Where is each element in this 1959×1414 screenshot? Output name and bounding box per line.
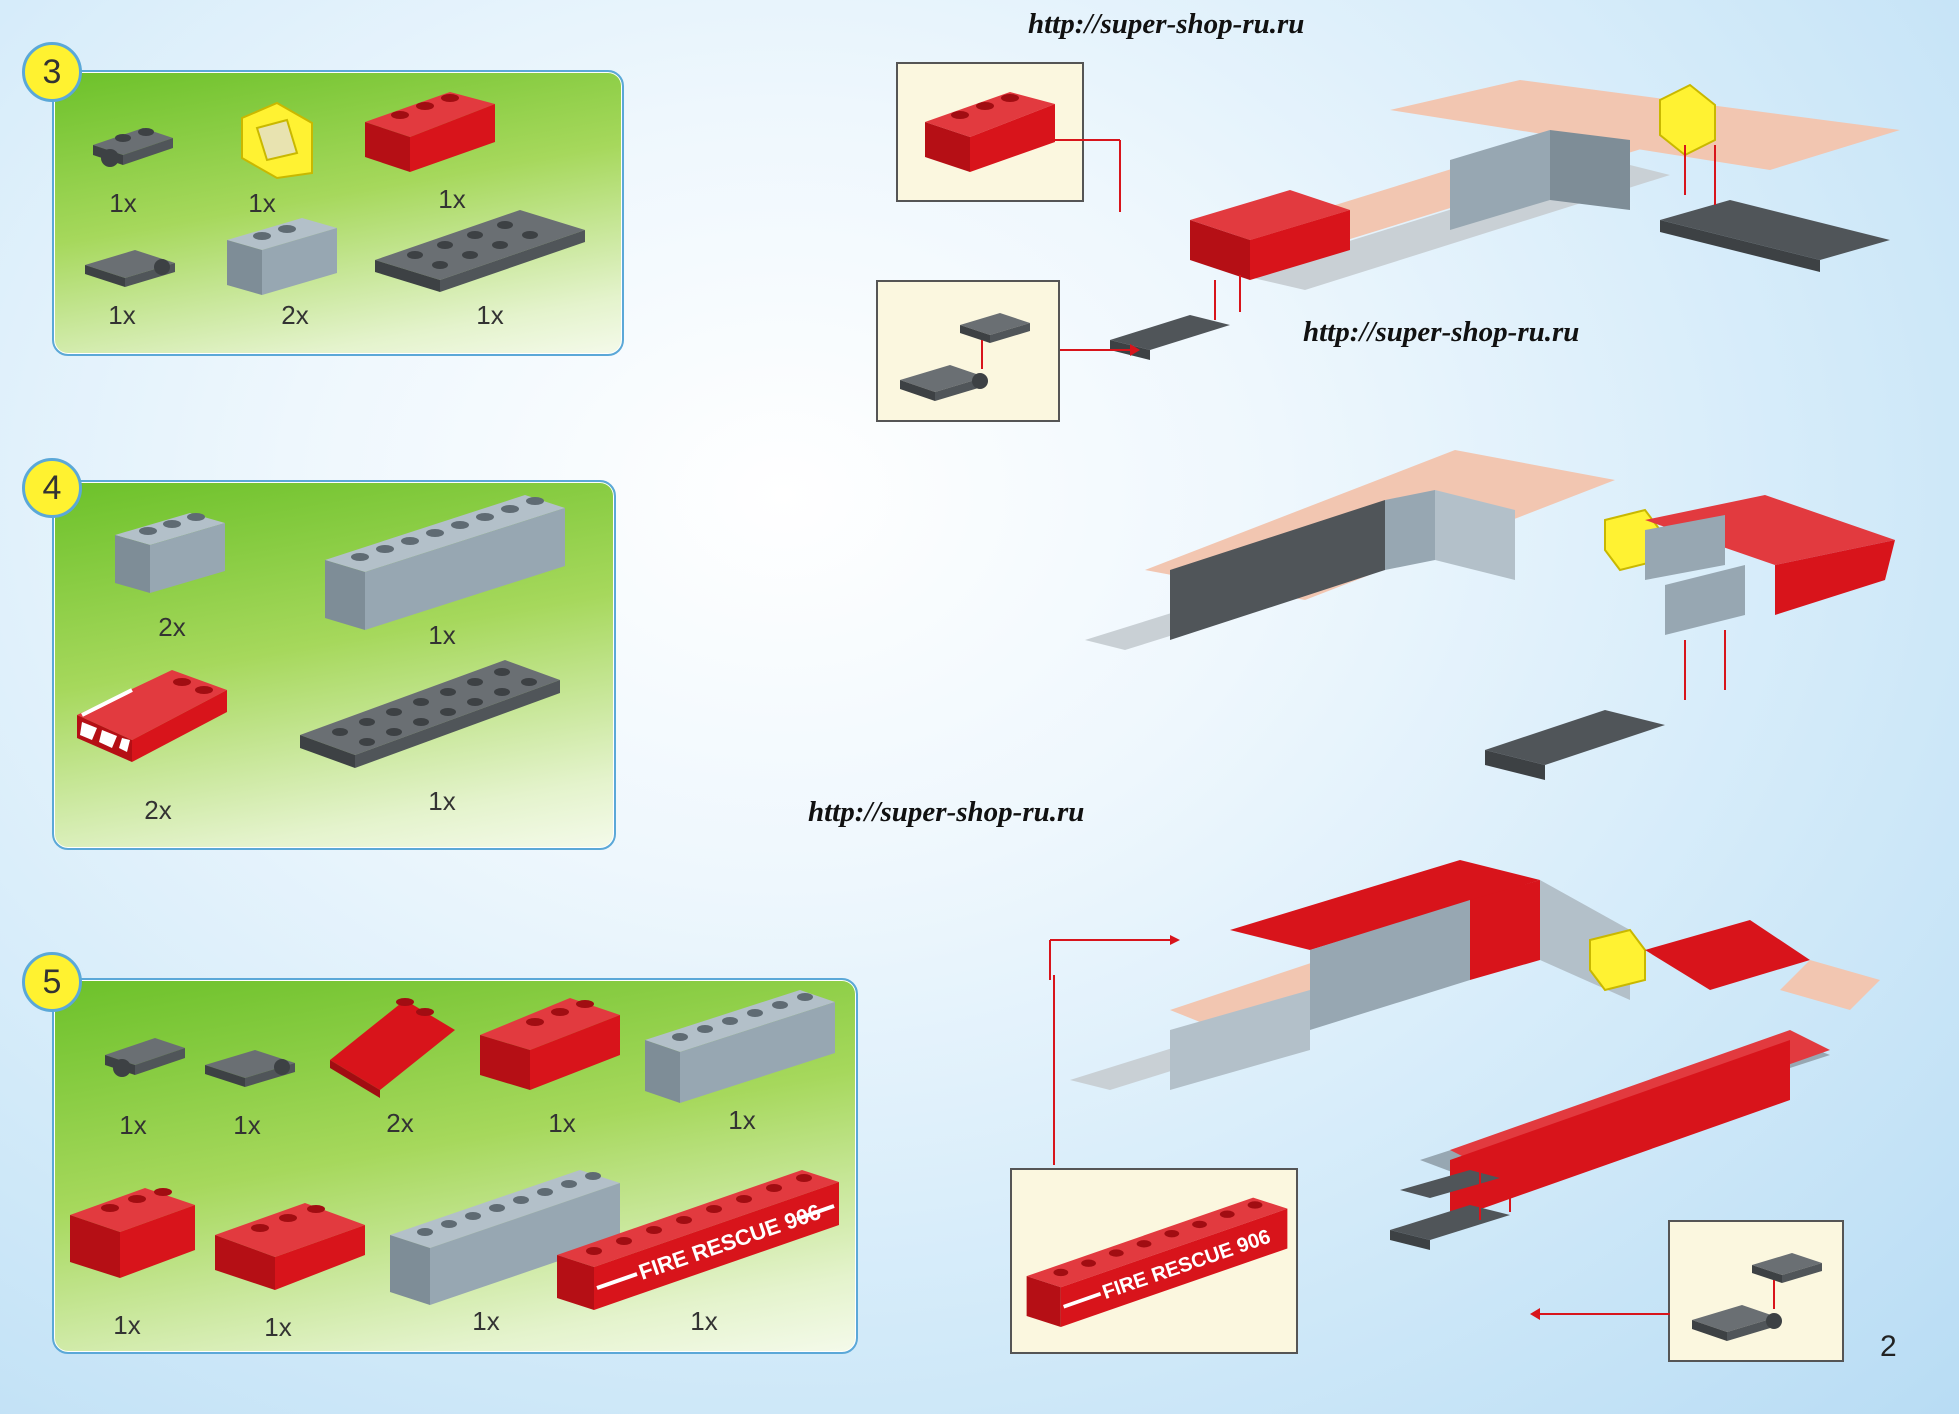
part-dark-gray-plate-clip (85, 250, 175, 287)
part-light-gray-brick-1x8 (390, 1170, 620, 1305)
part-red-slope-2x2 (330, 998, 455, 1098)
qty-label: 2x (386, 1108, 414, 1138)
callout-clip-assembly (1668, 1220, 1844, 1362)
watermark-lower: http://super-shop-ru.ru (808, 796, 1085, 828)
part-red-brick-fire-rescue: FIRE RESCUE 906 (557, 1170, 839, 1310)
arrow-to-assembly-1 (1060, 344, 1140, 356)
qty-label: 1x (728, 1105, 756, 1135)
callout-3-leader-line (1053, 975, 1055, 1165)
qty-label: 1x (264, 1312, 292, 1342)
qty-label: 2x (158, 612, 186, 642)
part-light-gray-brick-1x6 (645, 990, 835, 1103)
qty-label: 1x (548, 1108, 576, 1138)
qty-label: 1x (690, 1306, 718, 1336)
qty-label: 1x (428, 786, 456, 816)
qty-label: 1x (248, 188, 276, 218)
part-red-slope-striped (77, 670, 227, 762)
arrow-from-clip-callout (1530, 1308, 1670, 1320)
callout-hinge-assembly-parts (900, 313, 1030, 401)
qty-label: 1x (476, 300, 504, 330)
assembly-step-4 (1085, 450, 1895, 780)
part-red-slope-notched (215, 1203, 365, 1290)
qty-label: 1x (233, 1110, 261, 1140)
qty-label: 2x (144, 795, 172, 825)
page-number: 2 (1880, 1330, 1897, 1363)
qty-label: 1x (428, 620, 456, 650)
assembly-step-3 (1030, 80, 1900, 360)
part-dark-gray-plate-clip (205, 1050, 295, 1087)
part-red-slope-inverted (70, 1188, 195, 1278)
qty-label: 1x (113, 1310, 141, 1340)
part-red-slope-2x3 (480, 998, 620, 1090)
part-dark-gray-plate-hinge (105, 1038, 185, 1077)
qty-label: 1x (109, 188, 137, 218)
step-5-badge: 5 (22, 952, 82, 1012)
callout-red-slope-part (925, 92, 1055, 172)
watermark-middle: http://super-shop-ru.ru (1303, 316, 1580, 348)
step-4-badge: 4 (22, 458, 82, 518)
part-dark-gray-plate-2x6 (375, 210, 585, 292)
qty-label: 2x (281, 300, 309, 330)
part-yellow-windscreen (241, 101, 313, 180)
assembly-step-5 (1049, 860, 1880, 1250)
qty-label: 1x (119, 1110, 147, 1140)
qty-label: 1x (108, 300, 136, 330)
callout-hinge-assembly (876, 280, 1060, 422)
callout-clip-assembly-parts (1692, 1253, 1822, 1341)
part-light-gray-brick-1x8 (325, 495, 565, 630)
step-3-badge: 3 (22, 42, 82, 102)
part-red-slope-brick (365, 92, 495, 172)
part-light-gray-brick-1x3 (115, 513, 225, 593)
callout-fire-rescue-part: FIRE RESCUE 906 (1026, 1197, 1288, 1328)
watermark-top: http://super-shop-ru.ru (1028, 8, 1305, 40)
part-dark-gray-plate-hinge (93, 128, 173, 167)
qty-label: 1x (438, 184, 466, 214)
part-dark-gray-plate-2x8 (300, 660, 560, 768)
part-light-gray-brick (227, 218, 337, 295)
qty-label: 1x (472, 1306, 500, 1336)
